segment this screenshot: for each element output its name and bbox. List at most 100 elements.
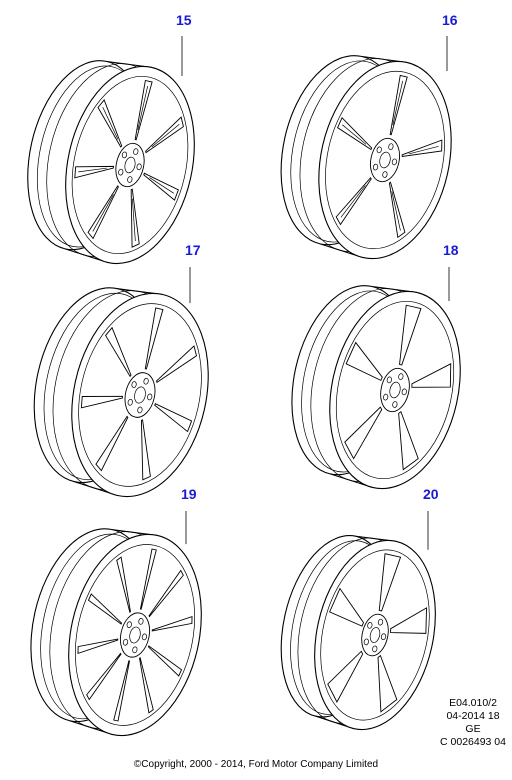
wheel-spoke <box>377 654 398 713</box>
wheel-lug-hole <box>388 143 394 150</box>
callout-wheel-6: 20 <box>423 486 439 502</box>
wheel-4 <box>291 285 461 490</box>
wheel-lug-hole <box>391 158 398 166</box>
wheel-inner-rim <box>325 70 445 250</box>
wheel-lug-hole <box>127 398 133 406</box>
wheel-lug-hole <box>377 618 384 626</box>
wheel-lug-hole <box>398 373 404 380</box>
wheel-lug-hole <box>132 646 138 654</box>
reference-line: E04.010/2 <box>449 697 497 709</box>
wheel-lug-hole <box>372 645 378 653</box>
wheel-center-bore <box>124 156 136 174</box>
wheel-lug-hole <box>392 401 398 408</box>
wheel-center-bore <box>129 626 141 644</box>
wheel-spoke <box>344 406 383 460</box>
wheel-lug-hole <box>147 393 153 401</box>
wheel-lug-hole <box>138 618 144 625</box>
wheel-lug-hole <box>380 633 387 641</box>
wheel-spoke-split <box>392 80 404 125</box>
wheel-spoke <box>389 74 408 136</box>
wheel-spoke <box>401 139 443 157</box>
wheel-spoke <box>399 304 422 366</box>
wheel-2 <box>280 55 452 260</box>
wheel-spoke <box>144 307 164 370</box>
wheel-spoke <box>147 645 183 677</box>
reference-line: GE <box>465 723 481 735</box>
callout-wheel-4: 18 <box>443 242 459 258</box>
wheel-lug-hole <box>363 638 369 646</box>
wheel-spoke <box>74 165 114 179</box>
wheel-1 <box>27 60 195 265</box>
wheel-center-bore <box>379 151 391 169</box>
wheel-spoke <box>327 650 364 703</box>
wheel-lug-hole <box>136 163 142 171</box>
wheel-spoke-split <box>342 124 367 145</box>
wheel-lug-hole <box>372 163 379 171</box>
wheel-spoke <box>139 657 154 714</box>
wheel-6 <box>280 535 436 731</box>
wheel-spoke <box>134 79 153 141</box>
wheel-spoke <box>87 593 123 625</box>
wheel-spoke <box>398 411 419 471</box>
wheel-spoke-split <box>151 124 180 148</box>
wheel-spoke-split <box>137 85 149 130</box>
wheel-lug-hole <box>131 381 137 388</box>
wheel-spoke <box>80 395 123 409</box>
wheel-inner-rim <box>74 544 196 726</box>
wheel-spoke <box>156 345 198 384</box>
wheel-spoke-split <box>149 177 175 194</box>
wheel-spoke <box>329 587 365 627</box>
wheel-lug-hole <box>382 171 388 178</box>
wheel-spoke <box>95 415 129 472</box>
wheel-spoke <box>113 660 131 722</box>
wheel-lug-hole <box>386 376 392 384</box>
drawing-reference-block: E04.010/2 04-2014 18 GE C 0026493 04 <box>440 697 506 749</box>
wheel-inner-rim <box>71 75 189 255</box>
wheel-spoke <box>378 553 402 612</box>
callout-wheel-1: 15 <box>176 12 192 28</box>
wheel-lug-hole <box>141 633 148 641</box>
wheel-inner-rim <box>320 549 430 721</box>
wheel-spoke <box>345 341 383 382</box>
wheel-spoke-split <box>340 185 366 218</box>
wheel-spoke <box>139 548 157 610</box>
wheel-lug-hole <box>137 406 143 414</box>
callout-wheel-5: 19 <box>181 486 197 502</box>
wheel-lug-hole <box>121 151 128 159</box>
wheel-lug-hole <box>126 621 132 629</box>
wheel-spoke <box>411 363 452 388</box>
wheel-spoke-split <box>132 198 136 241</box>
wheel-lug-hole <box>118 168 124 176</box>
wheel-spoke <box>151 615 193 632</box>
callout-wheel-2: 16 <box>442 12 458 28</box>
wheel-spoke <box>154 403 193 433</box>
wheel-5 <box>30 528 202 737</box>
wheel-spoke-split <box>78 167 108 173</box>
wheel-lug-hole <box>367 622 373 629</box>
wheel-spoke <box>105 326 132 378</box>
wheel-center-bore <box>134 386 146 404</box>
wheel-lug-hole <box>133 148 139 155</box>
wheel-inner-rim <box>335 300 455 480</box>
wheel-spoke-split <box>408 145 439 155</box>
wheel-spoke <box>116 556 131 613</box>
copyright-notice: ©Copyright, 2000 - 2014, Ford Motor Comp… <box>133 759 379 770</box>
wheel-spoke <box>140 419 151 481</box>
wheel-lug-hole <box>143 377 149 385</box>
wheel-spoke <box>388 181 406 239</box>
wheel-lug-hole <box>383 393 389 401</box>
wheel-center-bore <box>369 627 381 643</box>
wheel-3 <box>33 287 209 498</box>
wheel-spoke <box>143 172 179 201</box>
wheel-lug-hole <box>401 388 407 396</box>
wheel-lug-hole <box>376 146 382 154</box>
wheel-spoke-split <box>102 106 119 140</box>
wheel-lug-hole <box>122 638 129 646</box>
wheel-spoke <box>130 188 140 248</box>
wheel-spoke <box>77 638 119 655</box>
wheel-spoke <box>390 607 428 634</box>
wheel-inner-rim <box>78 303 202 487</box>
wheel-spoke <box>86 652 122 701</box>
reference-line: C 0026493 04 <box>440 736 506 748</box>
